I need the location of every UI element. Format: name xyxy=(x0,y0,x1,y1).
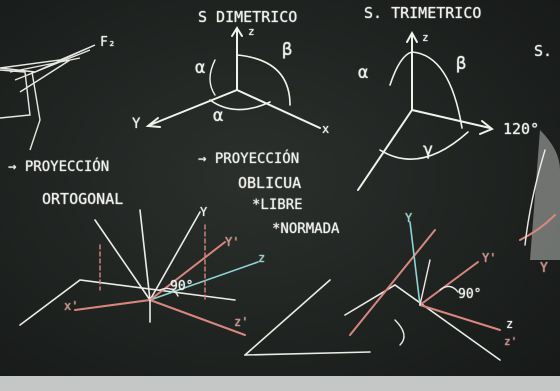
label-y-lower-left: Y xyxy=(200,205,208,219)
label-z-left: z xyxy=(248,25,255,38)
note-proj-obli-1: → PROYECCIÓN xyxy=(198,151,300,167)
label-z-lower-right: z xyxy=(506,317,514,331)
label-alpha-a: α xyxy=(195,58,206,78)
label-90-lower-right: 90° xyxy=(458,287,482,302)
label-alpha-c: α xyxy=(358,63,369,83)
label-xprime-lower-left: x' xyxy=(64,299,79,313)
paper-edge xyxy=(0,376,560,391)
heading-trimetrico: S. TRIMETRICO xyxy=(364,4,482,22)
box-sketch xyxy=(0,44,96,151)
label-gamma: γ xyxy=(423,140,434,160)
label-beta-b: β xyxy=(456,54,467,74)
note-proj-orto-2: ORTOGONAL xyxy=(42,190,124,208)
label-90-lower-left: 90° xyxy=(170,279,194,294)
note-proj-orto-1: → PROYECCIÓN xyxy=(8,159,110,175)
label-z-lower-left: z xyxy=(258,251,266,265)
label-yprime-lower-left: Y' xyxy=(225,235,240,249)
oblique-projection-sketch xyxy=(344,149,556,361)
label-alpha-b: α xyxy=(213,106,224,126)
label-y-lower-right: Y xyxy=(405,211,413,225)
trimetric-axes xyxy=(357,30,494,191)
label-x-left: x xyxy=(322,122,330,136)
note-proj-obli-2: OBLICUA xyxy=(238,174,302,192)
note-normada: *NORMADA xyxy=(272,221,340,237)
label-zprime-lower-right: z' xyxy=(504,335,518,348)
label-z-mid: z xyxy=(422,31,429,44)
label-120: 120° xyxy=(503,120,540,138)
note-libre: *LIBRE xyxy=(252,197,303,213)
label-f2: F₂ xyxy=(100,35,116,50)
paper-corner xyxy=(530,130,560,260)
heading-dimetrico: S DIMETRICO xyxy=(198,8,298,26)
heading-partial: S. xyxy=(534,42,553,60)
label-zprime-lower-left: z' xyxy=(234,315,249,329)
label-yprime-lower-right: Y' xyxy=(482,251,497,265)
label-y-far-right: Y xyxy=(540,261,548,276)
dimetric-axes xyxy=(145,26,321,129)
label-beta-a: β xyxy=(282,40,293,60)
ortho-projection-sketch xyxy=(19,209,371,356)
label-y-left: Y xyxy=(132,116,141,132)
